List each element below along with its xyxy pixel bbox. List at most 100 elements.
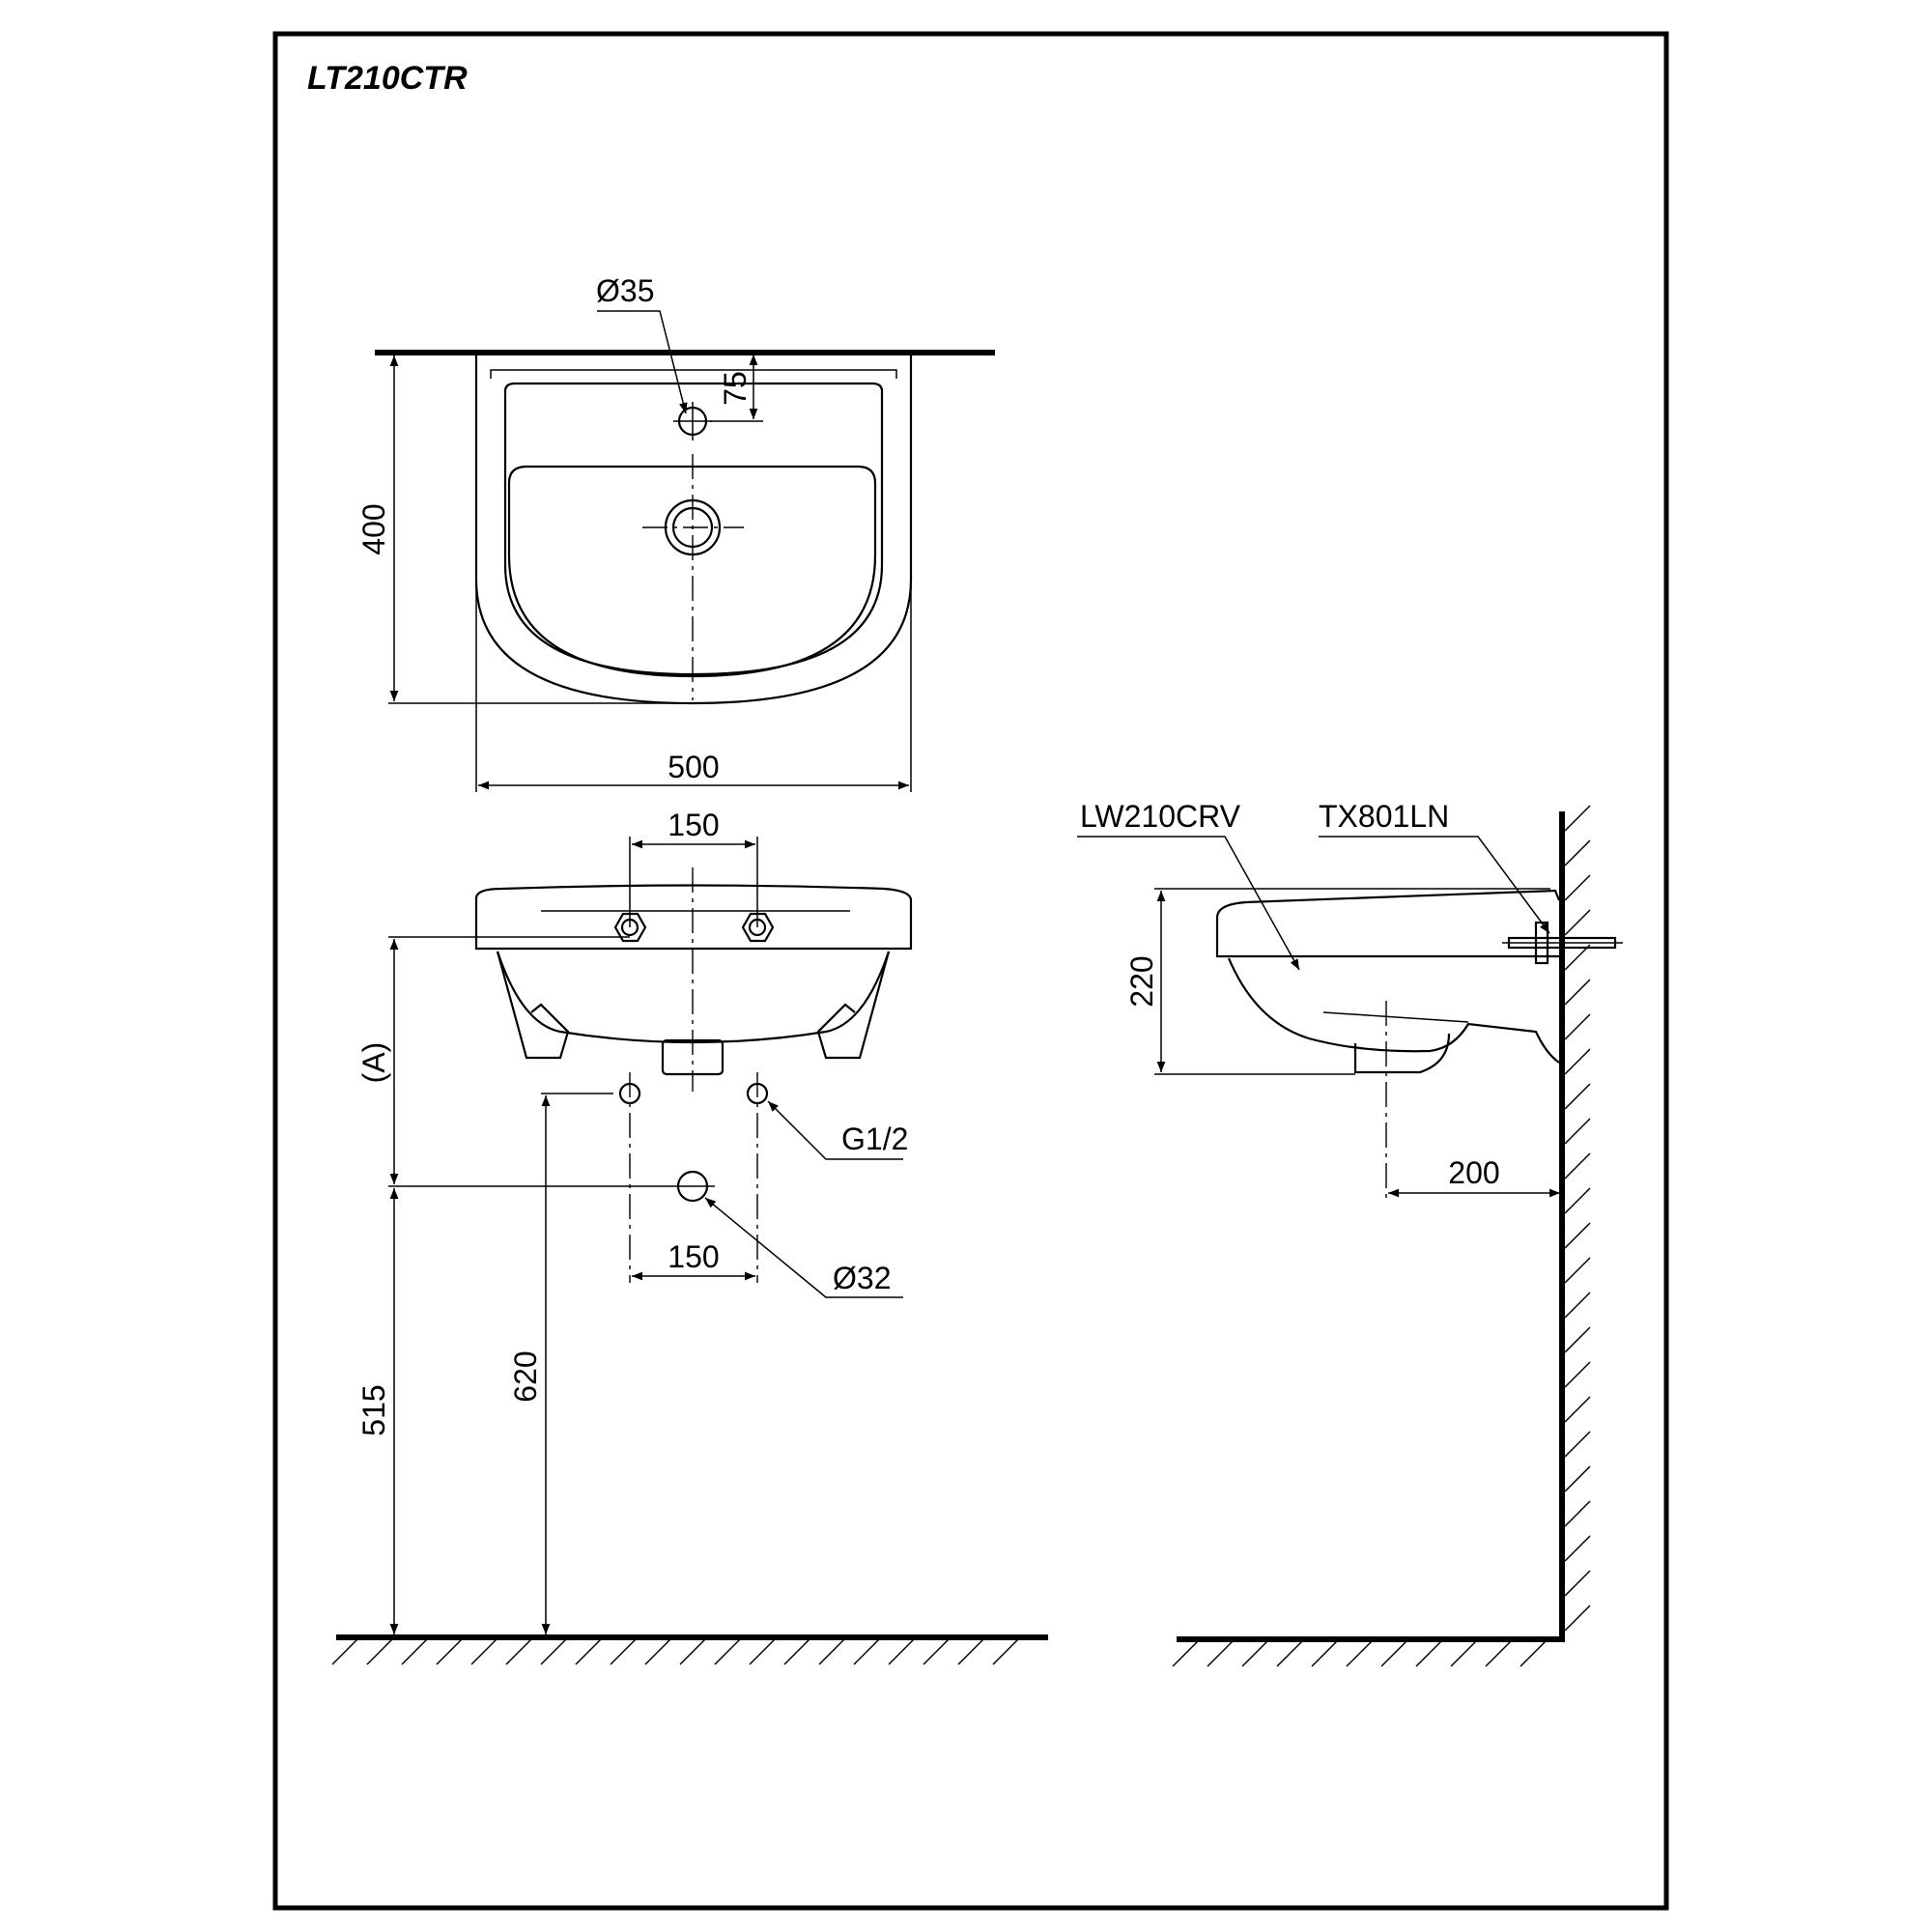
wall-hatch-mark [1564, 1292, 1591, 1319]
floor-hatch-mark [436, 1638, 463, 1665]
drawing-frame [272, 31, 1669, 1911]
supply-thread-leader [767, 1100, 903, 1160]
wall-hatch-mark [1564, 1083, 1591, 1110]
wall-hatch-mark [1564, 1500, 1591, 1527]
floor-hatch-mark [1207, 1640, 1234, 1667]
hole-diameter-label: Ø35 [596, 273, 654, 308]
floor-hatch-mark [1520, 1640, 1547, 1667]
basin-deck [503, 382, 884, 676]
wall-hatch-mark [1564, 1048, 1591, 1075]
tap-nut-right [741, 912, 775, 943]
floor-hatch-mark [1450, 1640, 1477, 1667]
floor-hatch-mark [1346, 1640, 1373, 1667]
wall-hatch-mark [1564, 1222, 1591, 1249]
floor-hatch-mark [575, 1638, 602, 1665]
floor-hatch-mark [957, 1638, 984, 1665]
floor-hatch-mark [1241, 1640, 1268, 1667]
tap-spacing-top-label: 150 [668, 808, 719, 842]
depth-label: 400 [356, 503, 391, 554]
supply-spacing-label: 150 [668, 1239, 719, 1274]
floor-hatch-mark [749, 1638, 776, 1665]
basin-side-bowl [1227, 957, 1560, 1064]
basin-side-inner [1322, 1011, 1469, 1023]
floor-hatch-mark [714, 1638, 741, 1665]
wall-hatch-mark [1564, 1326, 1591, 1353]
floor-hatch-mark [644, 1638, 671, 1665]
basin-bowl-top [507, 465, 877, 678]
mount-height-label: (A) [356, 1042, 391, 1084]
floor-hatch-mark [1276, 1640, 1303, 1667]
floor-hatch-side [1172, 1640, 1547, 1667]
basin-front-leg-left [496, 951, 570, 1060]
floor-hatch-mark [610, 1638, 637, 1665]
floor-hatch-mark [470, 1638, 497, 1665]
wall-hatch-mark [1564, 944, 1591, 971]
wall-hatch-mark [1564, 1187, 1591, 1214]
wall-hatch-mark [1564, 805, 1591, 832]
basin-side-body [1215, 918, 1559, 958]
wall-distance-label: 200 [1448, 1155, 1499, 1190]
tap-nut-right-bore [748, 918, 767, 937]
top-view: Ø35 75 400 500 [356, 273, 995, 792]
hole-diameter-leader [597, 310, 688, 414]
drain-diameter-label: Ø32 [833, 1261, 891, 1295]
wall-hatch-mark [1564, 1605, 1591, 1632]
floor-hatch-mark [679, 1638, 706, 1665]
basin-front-leg-right [816, 951, 891, 1060]
floor-hatch-mark [853, 1638, 880, 1665]
floor-hatch-mark [505, 1638, 532, 1665]
basin-model-leader [1077, 836, 1300, 971]
front-view: 150 G1/2 Ø32 150 [331, 808, 1048, 1665]
wall-hatch-mark [1564, 1152, 1591, 1179]
basin-outline-top [474, 353, 913, 705]
floor-hatch-mark [783, 1638, 810, 1665]
wall-hatch-mark [1564, 1361, 1591, 1388]
floor-hatch-mark [1172, 1640, 1199, 1667]
basin-rim-top [490, 369, 897, 379]
wall-hatch-mark [1564, 1431, 1591, 1458]
wall-hatch-mark [1564, 1396, 1591, 1423]
floor-hatch-mark [1380, 1640, 1407, 1667]
floor-hatch-mark [818, 1638, 845, 1665]
basin-model-label: LW210CRV [1080, 799, 1241, 834]
bracket-model-leader [1319, 836, 1550, 934]
floor-hatch-mark [540, 1638, 567, 1665]
wall-hatch-mark [1564, 1013, 1591, 1040]
supply-height-label: 620 [508, 1350, 543, 1402]
basin-side-drain [1353, 1033, 1451, 1074]
floor-hatch-mark [992, 1638, 1019, 1665]
basin-front-rim [474, 884, 913, 901]
tap-nut-left [613, 912, 647, 943]
drain-diameter-leader [704, 1197, 903, 1298]
side-height-label: 220 [1124, 955, 1159, 1007]
floor-hatch-mark [331, 1638, 358, 1665]
tap-nut-left-bore [620, 918, 639, 937]
wall-hatch-mark [1564, 1535, 1591, 1562]
floor-hatch-mark [1485, 1640, 1512, 1667]
drain-height-label: 515 [356, 1384, 391, 1435]
floor-hatch-mark [1415, 1640, 1442, 1667]
wall-hatch-mark [1564, 839, 1591, 867]
width-label: 500 [668, 750, 719, 784]
bracket-model-label: TX801LN [1319, 799, 1449, 834]
wall-hatch-mark [1564, 1257, 1591, 1284]
basin-front-body [474, 898, 913, 951]
supply-thread-label: G1/2 [841, 1122, 908, 1156]
wall-hatch-mark [1564, 979, 1591, 1006]
basin-front-drain-boss [661, 1038, 724, 1076]
wall-hatch [1564, 805, 1591, 1632]
wall-hatch-mark [1564, 1118, 1591, 1145]
floor-hatch-mark [1311, 1640, 1338, 1667]
floor-hatch-front [331, 1638, 1019, 1665]
basin-side-rim [1215, 889, 1561, 919]
floor-hatch-mark [401, 1638, 428, 1665]
floor-hatch-mark [888, 1638, 915, 1665]
floor-hatch-mark [366, 1638, 393, 1665]
side-view: LW210CRV TX801LN 220 200 [1077, 799, 1623, 1667]
floor-hatch-mark [923, 1638, 950, 1665]
wall-hatch-mark [1564, 874, 1591, 901]
hole-offset-label: 75 [718, 371, 753, 406]
wall-hatch-mark [1564, 1465, 1591, 1492]
wall-hatch-mark [1564, 1570, 1591, 1597]
